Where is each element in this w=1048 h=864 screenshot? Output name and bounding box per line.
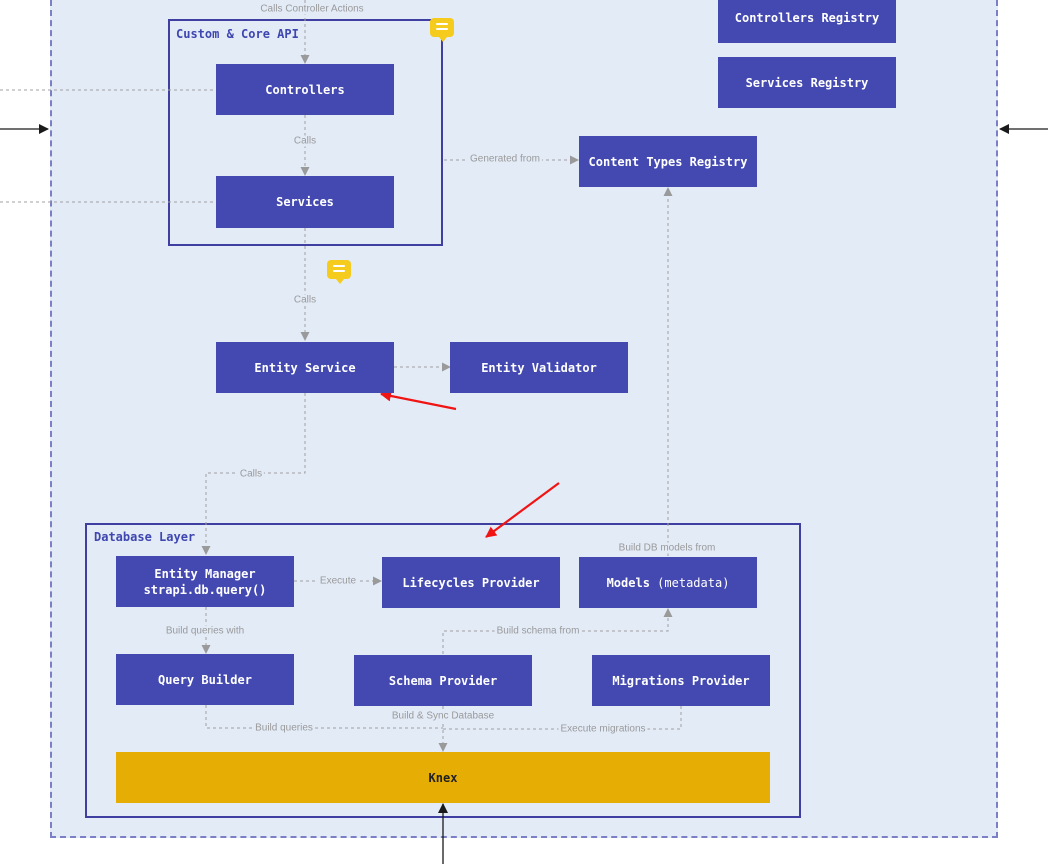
- label-calls-3: Calls: [237, 468, 265, 480]
- note-line-icon: [436, 23, 448, 25]
- database-layer-title: Database Layer: [94, 530, 196, 544]
- services-node[interactable]: Services: [216, 176, 394, 228]
- services-registry-node[interactable]: Services Registry: [718, 57, 896, 108]
- schema-provider-label: Schema Provider: [388, 673, 498, 688]
- comment-note-icon[interactable]: [430, 18, 454, 42]
- note-line-icon: [333, 265, 345, 267]
- controllers-registry-node[interactable]: Controllers Registry: [718, 0, 896, 43]
- label-build-queries: Build queries: [253, 722, 315, 734]
- note-line-icon: [333, 270, 345, 272]
- label-build-and-sync: Build & Sync Database: [389, 710, 497, 722]
- entity-service-label: Entity Service: [254, 360, 356, 375]
- red-annotation-arrow-entity-service: [380, 390, 457, 411]
- models-label: Models: [606, 575, 650, 590]
- content-types-registry-node[interactable]: Content Types Registry: [579, 136, 757, 187]
- controllers-node[interactable]: Controllers: [216, 64, 394, 115]
- controllers-registry-label: Controllers Registry: [734, 11, 880, 25]
- custom-core-api-title: Custom & Core API: [176, 27, 299, 41]
- knex-node[interactable]: Knex: [116, 752, 770, 803]
- migrations-provider-label: Migrations Provider: [612, 673, 750, 688]
- lifecycles-provider-node[interactable]: Lifecycles Provider: [382, 557, 560, 608]
- red-annotation-arrow-database-layer: [485, 482, 560, 538]
- entity-service-node[interactable]: Entity Service: [216, 342, 394, 393]
- label-build-queries-with: Build queries with: [163, 625, 247, 637]
- entity-validator-node[interactable]: Entity Validator: [450, 342, 628, 393]
- entity-manager-query-label: strapi.db.query(): [143, 582, 267, 597]
- services-registry-label: Services Registry: [745, 75, 869, 90]
- edge-build-schema-from: [442, 608, 673, 654]
- comment-note-icon[interactable]: [327, 260, 351, 284]
- label-build-db-models-from: Build DB models from: [616, 542, 718, 554]
- models-node[interactable]: Models (metadata): [579, 557, 757, 608]
- entity-validator-label: Entity Validator: [481, 360, 597, 375]
- lifecycles-provider-label: Lifecycles Provider: [402, 575, 540, 590]
- label-calls-controller-actions: Calls Controller Actions: [258, 3, 366, 15]
- note-line-icon: [436, 28, 448, 30]
- models-metadata-label: (metadata): [657, 575, 730, 590]
- knex-label: Knex: [428, 770, 458, 785]
- services-label: Services: [276, 195, 334, 209]
- entity-manager-label: Entity Manager: [154, 566, 256, 581]
- edge-build-queries: [205, 705, 443, 729]
- content-types-registry-label: Content Types Registry: [588, 154, 748, 169]
- edge-execute-migrations: [443, 706, 682, 730]
- entity-manager-node[interactable]: Entity Manager strapi.db.query(): [116, 556, 294, 607]
- label-calls-2: Calls: [291, 294, 319, 306]
- label-execute-migrations: Execute migrations: [558, 723, 648, 735]
- label-generated-from: Generated from: [467, 153, 543, 165]
- label-build-schema-from: Build schema from: [494, 625, 582, 637]
- query-builder-node[interactable]: Query Builder: [116, 654, 294, 705]
- migrations-provider-node[interactable]: Migrations Provider: [592, 655, 770, 706]
- label-execute: Execute: [317, 575, 359, 587]
- schema-provider-node[interactable]: Schema Provider: [354, 655, 532, 706]
- controllers-label: Controllers: [265, 82, 345, 97]
- label-calls-1: Calls: [291, 135, 319, 147]
- query-builder-label: Query Builder: [158, 672, 252, 687]
